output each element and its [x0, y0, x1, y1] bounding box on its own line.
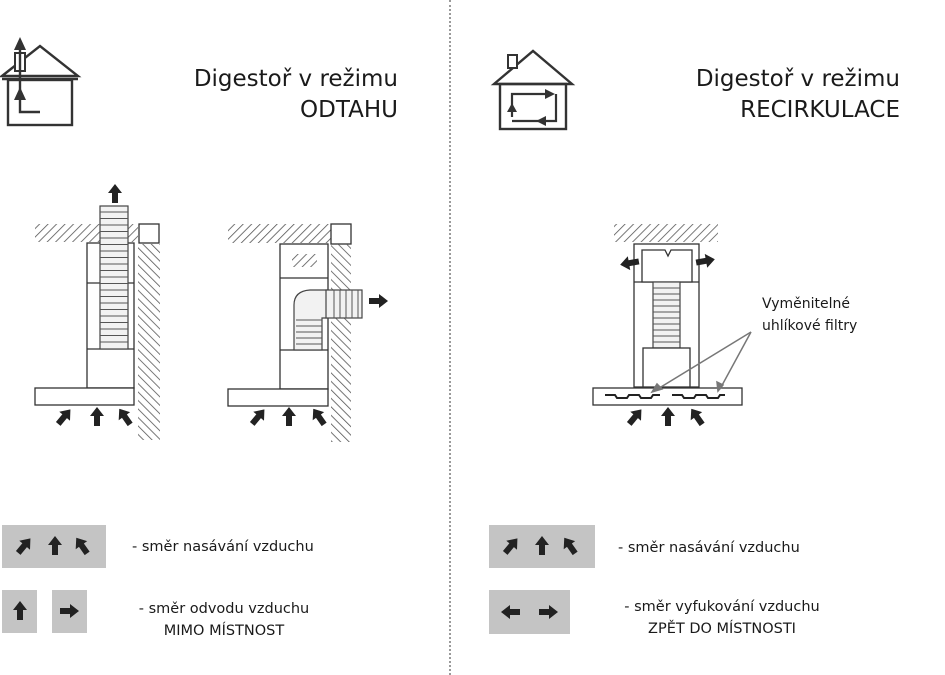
vent-grille — [292, 254, 317, 267]
intake-arrow-up-right — [52, 404, 76, 429]
filters-callout: Vyměnitelné uhlíkové filtry — [762, 293, 857, 337]
legend-outflow-line2: ZPĚT DO MÍSTNOSTI — [648, 621, 796, 637]
recirculation-hood — [592, 224, 752, 429]
left-title-line2: ODTAHU — [300, 97, 398, 123]
arrow-up-right-icon — [12, 533, 36, 558]
legend-exhaust-line1: - směr odvodu vzduchu — [138, 601, 310, 617]
legend-intake-arrows — [2, 525, 106, 568]
wall — [138, 244, 160, 440]
legend-exhaust-right — [52, 590, 87, 633]
house-exhaust-icon — [0, 37, 82, 127]
ceiling-cap — [138, 223, 160, 244]
motor-box — [641, 249, 693, 283]
hood-canopy — [34, 387, 135, 406]
ceiling-cap — [330, 223, 352, 245]
intake-arrow-up — [661, 407, 675, 426]
right-title-line2: RECIRKULACE — [740, 97, 900, 123]
ceiling — [614, 224, 718, 242]
intake-arrow-up-left — [307, 404, 330, 429]
legend-intake-text: - směr nasávání vzduchu — [618, 540, 800, 556]
arrow-up-left-icon — [70, 533, 93, 558]
legend-intake-text: - směr nasávání vzduchu — [132, 539, 314, 555]
legend-exhaust-text: - směr odvodu vzduchu MIMO MÍSTNOST — [134, 598, 314, 642]
legend-exhaust-up — [2, 590, 37, 633]
hood-canopy — [592, 387, 743, 406]
elbow-duct — [293, 289, 363, 351]
arrow-right-icon — [539, 605, 558, 619]
callout-line1: Vyměnitelné — [762, 296, 850, 312]
intake-arrow-up — [282, 407, 296, 426]
intake-arrow-up-right — [246, 404, 270, 429]
exhaust-arrow-up — [108, 184, 122, 203]
intake-arrow-up — [90, 407, 104, 426]
exhaust-arrow-right — [369, 294, 388, 308]
wall — [331, 244, 351, 442]
left-title-line1: Digestoř v režimu — [193, 66, 398, 92]
right-title: Digestoř v režimu RECIRKULACE — [640, 64, 900, 126]
legend-outflow-text: - směr vyfukování vzduchu ZPĚT DO MÍSTNO… — [614, 596, 830, 640]
callout-line2: uhlíkové filtry — [762, 318, 858, 334]
arrow-up-icon — [535, 536, 549, 555]
ceiling — [228, 224, 331, 243]
legend-intake-arrows — [489, 525, 595, 568]
arrow-left-icon — [501, 605, 520, 619]
hood-canopy — [227, 388, 329, 407]
house-recirculation-icon — [490, 49, 576, 131]
arrow-up-right-icon — [499, 533, 523, 558]
flexible-duct — [99, 205, 129, 350]
intake-arrow-up-left — [113, 404, 136, 429]
arrow-up-icon — [13, 601, 27, 620]
intake-arrow-up-left — [685, 404, 708, 429]
legend-outflow-arrows — [489, 590, 570, 634]
arrow-right-icon — [60, 604, 79, 618]
legend-exhaust-line2: MIMO MÍSTNOST — [163, 623, 285, 639]
vertical-exhaust-hood — [34, 184, 160, 440]
arrow-up-left-icon — [558, 533, 581, 558]
fan-box — [642, 347, 691, 388]
right-title-line1: Digestoř v režimu — [695, 66, 900, 92]
wall-exhaust-hood — [227, 223, 388, 442]
flexible-duct — [652, 281, 681, 349]
intake-arrow-up-right — [623, 404, 647, 429]
callout-lines — [650, 331, 752, 394]
legend-outflow-line1: - směr vyfukování vzduchu — [624, 599, 820, 615]
panel-divider — [449, 0, 451, 675]
arrow-up-icon — [48, 536, 62, 555]
left-title: Digestoř v režimu ODTAHU — [138, 64, 398, 126]
carbon-filters — [605, 394, 725, 399]
